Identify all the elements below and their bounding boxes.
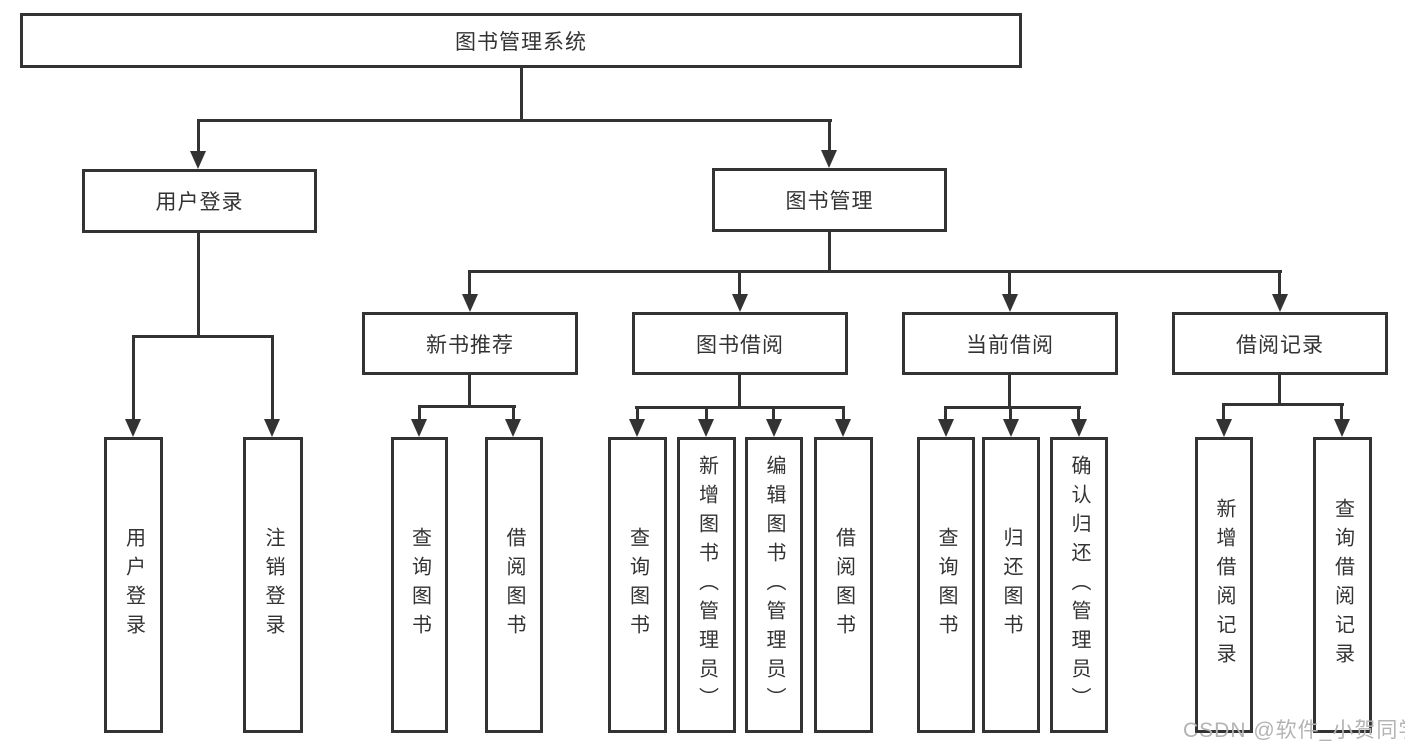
arrow-down-icon xyxy=(821,150,837,168)
connector-line xyxy=(418,405,516,408)
connector-line xyxy=(1009,406,1012,421)
leaf-add-borrow-record-label: 新增借阅记录 xyxy=(1213,498,1235,672)
node-new-book-recommend-label: 新书推荐 xyxy=(426,333,514,357)
connector-line xyxy=(271,335,274,421)
arrow-down-icon xyxy=(411,419,427,437)
connector-line xyxy=(132,335,135,421)
arrow-down-icon xyxy=(1272,294,1288,312)
node-borrow-records-label: 借阅记录 xyxy=(1236,333,1324,357)
connector-line xyxy=(944,406,1081,409)
connector-line xyxy=(197,119,832,122)
node-root: 图书管理系统 xyxy=(20,13,1022,68)
leaf-query-books-recommend-label: 查询图书 xyxy=(408,527,431,643)
connector-line xyxy=(1222,403,1225,421)
connector-line xyxy=(132,335,274,338)
arrow-down-icon xyxy=(938,419,954,437)
node-current-borrow: 当前借阅 xyxy=(902,312,1118,375)
leaf-query-books-current: 查询图书 xyxy=(917,437,975,733)
connector-line xyxy=(468,270,471,296)
connector-line xyxy=(197,119,200,153)
leaf-edit-book-admin: 编辑图书（管理员） xyxy=(745,437,803,733)
connector-line xyxy=(828,119,831,152)
connector-line xyxy=(738,270,741,296)
connector-line xyxy=(944,406,947,421)
leaf-add-book-admin: 新增图书（管理员） xyxy=(677,437,736,733)
leaf-user-login-label: 用户登录 xyxy=(122,527,145,643)
node-user-login: 用户登录 xyxy=(82,169,317,233)
leaf-query-books-borrow-label: 查询图书 xyxy=(626,527,649,643)
leaf-edit-book-admin-label: 编辑图书（管理员） xyxy=(763,454,785,716)
arrow-down-icon xyxy=(505,419,521,437)
connector-line xyxy=(705,406,708,421)
arrow-down-icon xyxy=(125,419,141,437)
leaf-confirm-return-admin: 确认归还（管理员） xyxy=(1050,437,1108,733)
node-root-label: 图书管理系统 xyxy=(455,30,587,54)
leaf-query-borrow-record: 查询借阅记录 xyxy=(1313,437,1372,733)
node-book-management: 图书管理 xyxy=(712,168,947,232)
connector-line xyxy=(1222,403,1344,406)
leaf-return-book: 归还图书 xyxy=(982,437,1040,733)
arrow-down-icon xyxy=(766,419,782,437)
connector-line xyxy=(1278,270,1281,296)
connector-line xyxy=(635,406,845,409)
arrow-down-icon xyxy=(190,151,206,169)
connector-line xyxy=(1008,270,1011,296)
connector-line xyxy=(468,270,1282,273)
connector-line xyxy=(512,405,515,421)
connector-line xyxy=(197,233,200,335)
node-user-login-label: 用户登录 xyxy=(155,191,244,214)
leaf-query-books-current-label: 查询图书 xyxy=(935,527,957,643)
connector-line xyxy=(520,68,523,119)
connector-line xyxy=(772,406,775,421)
leaf-logout-label: 注销登录 xyxy=(262,527,284,643)
connector-line xyxy=(1278,375,1281,406)
leaf-query-books-recommend: 查询图书 xyxy=(391,437,448,733)
node-borrow-records: 借阅记录 xyxy=(1172,312,1388,375)
connector-line xyxy=(468,375,471,408)
connector-line xyxy=(418,405,421,421)
connector-line xyxy=(738,375,741,409)
arrow-down-icon xyxy=(629,419,645,437)
leaf-logout: 注销登录 xyxy=(243,437,303,733)
leaf-borrow-books-recommend: 借阅图书 xyxy=(485,437,543,733)
leaf-borrow-books-2-label: 借阅图书 xyxy=(832,527,855,643)
watermark: CSDN @软件_小贺同学 xyxy=(1183,719,1405,742)
node-new-book-recommend: 新书推荐 xyxy=(362,312,578,375)
node-book-borrow: 图书借阅 xyxy=(632,312,848,375)
connector-line xyxy=(1340,403,1343,421)
arrow-down-icon xyxy=(264,419,280,437)
arrow-down-icon xyxy=(462,294,478,312)
arrow-down-icon xyxy=(1002,294,1018,312)
arrow-down-icon xyxy=(1334,419,1350,437)
leaf-borrow-books-recommend-label: 借阅图书 xyxy=(503,527,525,643)
connector-line xyxy=(636,406,639,421)
connector-line xyxy=(1077,406,1080,421)
node-current-borrow-label: 当前借阅 xyxy=(966,333,1054,357)
leaf-confirm-return-admin-label: 确认归还（管理员） xyxy=(1068,454,1090,716)
arrow-down-icon xyxy=(1216,419,1232,437)
leaf-query-borrow-record-label: 查询借阅记录 xyxy=(1331,498,1354,672)
arrow-down-icon xyxy=(1003,419,1019,437)
leaf-user-login: 用户登录 xyxy=(104,437,163,733)
arrow-down-icon xyxy=(698,419,714,437)
node-book-management-label: 图书管理 xyxy=(785,190,874,213)
connector-line xyxy=(828,232,831,273)
arrow-down-icon xyxy=(1071,419,1087,437)
leaf-query-books-borrow: 查询图书 xyxy=(608,437,667,733)
arrow-down-icon xyxy=(835,419,851,437)
arrow-down-icon xyxy=(732,294,748,312)
leaf-add-borrow-record: 新增借阅记录 xyxy=(1195,437,1253,733)
connector-line xyxy=(842,406,845,421)
leaf-add-book-admin-label: 新增图书（管理员） xyxy=(695,454,718,716)
node-book-borrow-label: 图书借阅 xyxy=(696,333,784,357)
leaf-return-book-label: 归还图书 xyxy=(1000,527,1022,643)
leaf-borrow-books-2: 借阅图书 xyxy=(814,437,873,733)
connector-line xyxy=(1008,375,1011,409)
